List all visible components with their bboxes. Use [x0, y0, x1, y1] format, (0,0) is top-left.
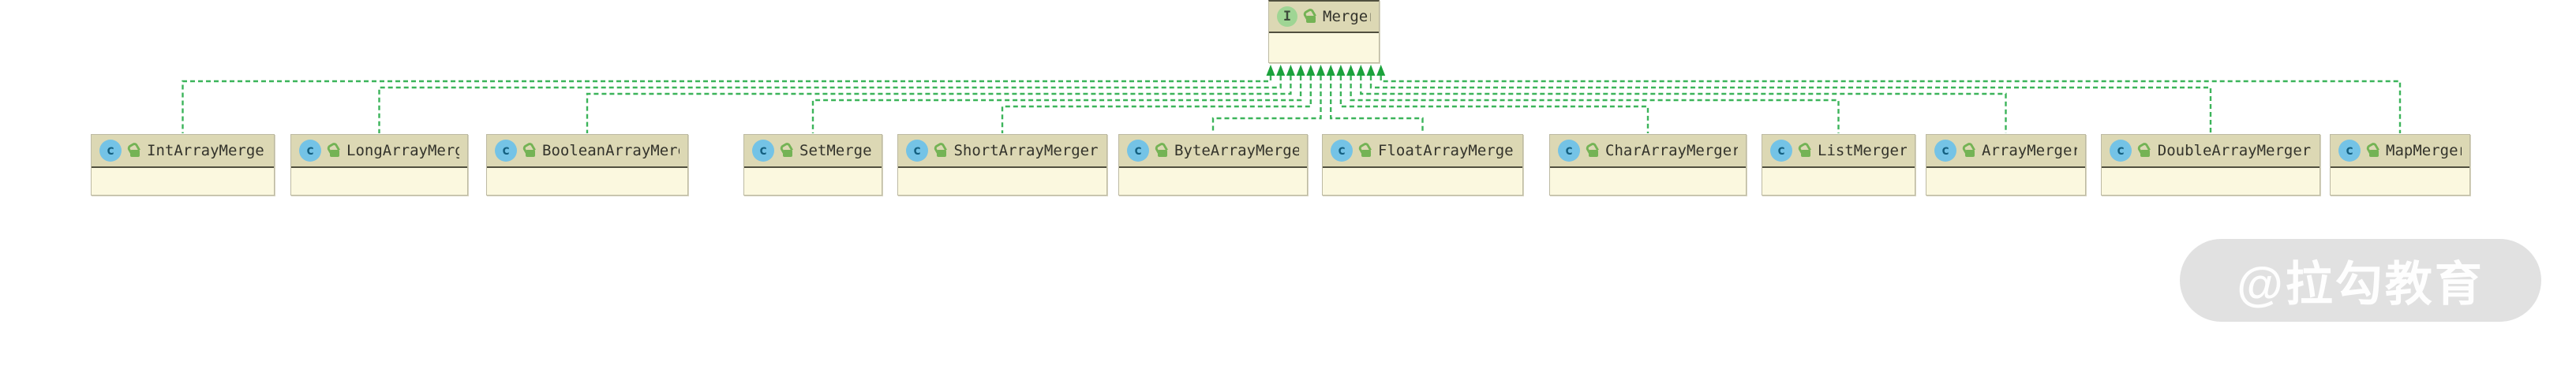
open-lock-icon: [1357, 141, 1372, 158]
class-name: ShortArrayMerger: [953, 142, 1099, 159]
open-lock-icon: [1960, 141, 1976, 158]
class-icon: c: [1127, 140, 1149, 162]
class-node-chararraymerger[interactable]: c CharArrayMerger: [1549, 134, 1747, 196]
class-name: ArrayMerger: [1982, 142, 2077, 159]
class-icon: c: [1558, 140, 1580, 162]
node-header: c ShortArrayMerger: [898, 135, 1106, 168]
open-lock-icon: [2136, 141, 2151, 158]
interface-icon: I: [1277, 6, 1297, 27]
class-icon: c: [299, 140, 321, 162]
watermark-lagou-education: @拉勾教育: [2180, 239, 2541, 322]
implements-edge: [1350, 76, 1840, 133]
implements-edge: [1339, 76, 1649, 133]
implements-arrowhead: [1276, 65, 1286, 76]
node-header: c DoubleArrayMerger: [2102, 135, 2320, 168]
node-header: c ArrayMerger: [1926, 135, 2085, 168]
implements-arrowhead: [1336, 65, 1346, 76]
class-name: FloatArrayMerger: [1378, 142, 1515, 159]
implements-edge: [811, 76, 1302, 133]
class-node-arraymerger[interactable]: c ArrayMerger: [1926, 134, 2086, 196]
class-icon: c: [752, 140, 774, 162]
class-name: ByteArrayMerger: [1174, 142, 1299, 159]
class-node-bytearraymerger[interactable]: c ByteArrayMerger: [1118, 134, 1308, 196]
class-name: DoubleArrayMerger: [2157, 142, 2312, 159]
node-header: c FloatArrayMerger: [1323, 135, 1522, 168]
implements-arrowhead: [1366, 65, 1376, 76]
class-name: SetMerger: [799, 142, 874, 159]
implements-edge: [1360, 76, 2007, 133]
class-icon: c: [1770, 140, 1792, 162]
class-icon: c: [99, 140, 122, 162]
node-header: c SetMerger: [744, 135, 882, 168]
interface-name: Merger: [1323, 8, 1371, 25]
class-icon: c: [1331, 140, 1353, 162]
open-lock-icon: [1301, 7, 1317, 24]
implements-arrowhead: [1326, 65, 1335, 76]
implements-edge: [1380, 76, 2402, 133]
implements-arrowhead: [1356, 65, 1365, 76]
implements-edge: [378, 76, 1282, 133]
node-header: c MapMerger: [2331, 135, 2469, 168]
class-icon: c: [2338, 140, 2361, 162]
interface-node-merger[interactable]: I Merger: [1268, 0, 1380, 63]
class-name: MapMerger: [2386, 142, 2462, 159]
open-lock-icon: [325, 141, 341, 158]
implements-arrowhead: [1376, 65, 1386, 76]
class-node-doublearraymerger[interactable]: c DoubleArrayMerger: [2101, 134, 2320, 196]
node-header: c LongArrayMerger: [291, 135, 467, 168]
implements-edge: [586, 76, 1292, 133]
implements-edge: [1330, 76, 1424, 133]
class-name: CharArrayMerger: [1605, 142, 1738, 159]
open-lock-icon: [1584, 141, 1600, 158]
open-lock-icon: [521, 141, 537, 158]
class-node-booleanarraymerger[interactable]: c BooleanArrayMerger: [486, 134, 688, 196]
class-icon: c: [495, 140, 517, 162]
class-node-floatarraymerger[interactable]: c FloatArrayMerger: [1322, 134, 1523, 196]
implements-edge: [1369, 76, 2212, 133]
class-icon: c: [1934, 140, 1956, 162]
class-node-longarraymerger[interactable]: c LongArrayMerger: [290, 134, 468, 196]
implements-arrowhead: [1286, 65, 1295, 76]
class-node-intarraymerger[interactable]: c IntArrayMerger: [91, 134, 275, 196]
node-header: c CharArrayMerger: [1550, 135, 1746, 168]
class-node-setmerger[interactable]: c SetMerger: [743, 134, 882, 196]
implements-edge: [1001, 76, 1312, 133]
implements-arrowhead: [1296, 65, 1305, 76]
open-lock-icon: [2364, 141, 2380, 158]
implements-edge: [1211, 76, 1322, 133]
class-name: BooleanArrayMerger: [542, 142, 680, 159]
open-lock-icon: [1153, 141, 1169, 158]
open-lock-icon: [778, 141, 794, 158]
open-lock-icon: [125, 141, 141, 158]
class-name: ListMerger: [1818, 142, 1907, 159]
open-lock-icon: [932, 141, 948, 158]
open-lock-icon: [1796, 141, 1812, 158]
node-header: c ByteArrayMerger: [1119, 135, 1307, 168]
implements-arrowhead: [1316, 65, 1325, 76]
node-header: c IntArrayMerger: [92, 135, 274, 168]
class-icon: c: [2110, 140, 2132, 162]
implements-arrowhead: [1346, 65, 1356, 76]
node-header: c BooleanArrayMerger: [487, 135, 687, 168]
node-header: c ListMerger: [1762, 135, 1915, 168]
class-node-listmerger[interactable]: c ListMerger: [1762, 134, 1915, 196]
implements-arrowhead: [1266, 65, 1275, 76]
class-icon: c: [906, 140, 928, 162]
class-node-mapmerger[interactable]: c MapMerger: [2330, 134, 2470, 196]
class-name: IntArrayMerger: [147, 142, 266, 159]
implements-edge: [182, 76, 1272, 133]
class-name: LongArrayMerger: [346, 142, 459, 159]
node-header: I Merger: [1269, 2, 1379, 33]
implements-arrowhead: [1306, 65, 1316, 76]
class-node-shortarraymerger[interactable]: c ShortArrayMerger: [897, 134, 1107, 196]
